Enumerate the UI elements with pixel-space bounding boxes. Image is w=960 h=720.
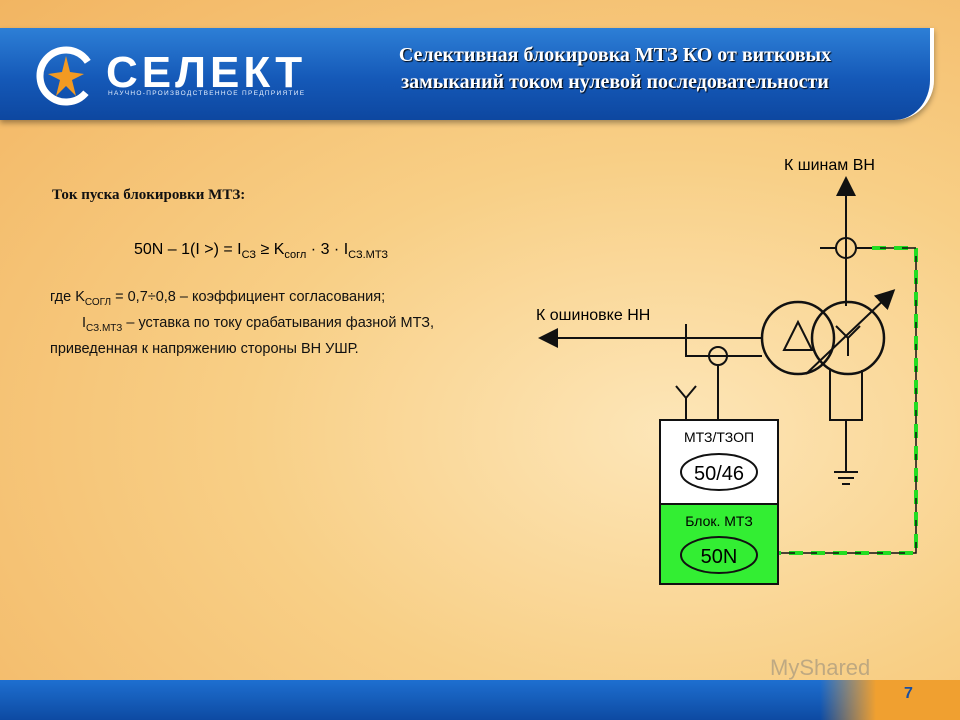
page-number: 7 — [904, 685, 913, 702]
watermark: MyShared — [770, 655, 871, 680]
relay2-code-ring — [680, 536, 758, 574]
delta-symbol-icon — [782, 319, 814, 351]
antenna-icon — [675, 385, 697, 400]
logo-subtitle: НАУЧНО-ПРОИЗВОДСТВЕННОЕ ПРЕДПРИЯТИЕ — [108, 90, 306, 97]
text-line-1: где KСОГЛ = 0,7÷0,8 – коэффициент соглас… — [50, 289, 386, 308]
selekt-logo-icon — [36, 46, 96, 106]
neutral-loop — [829, 370, 863, 421]
header-band — [0, 28, 934, 120]
transformer-winding-star — [810, 300, 886, 376]
footer-band — [0, 680, 960, 720]
title-line-1: Селективная блокировка МТЗ КО от витковы… — [398, 44, 832, 66]
explanation-text: где KСОГЛ = 0,7÷0,8 – коэффициент соглас… — [50, 287, 434, 360]
relay-box-block — [659, 503, 779, 585]
footer-accent — [820, 680, 960, 720]
logo-name: СЕЛЕКТ — [106, 48, 307, 97]
label-lv-busbar: К ошиновке НН — [536, 307, 650, 324]
slide-title: Селективная блокировка МТЗ КО от витковы… — [330, 42, 900, 96]
black-dashed-circuit — [778, 247, 917, 554]
section-heading: Ток пуска блокировки МТЗ: — [52, 187, 246, 203]
star-symbol-icon — [835, 325, 861, 340]
relay1-code-ring — [680, 453, 758, 491]
formula: 50N – 1(I >) = IСЗ ≥ Kсогл · 3 · IСЗ.МТЗ — [134, 241, 388, 261]
text-line-3: приведенная к напряжению стороны ВН УШР. — [50, 340, 359, 357]
label-hv-bus: К шинам ВН — [784, 157, 875, 174]
formula-text: 50N – 1(I >) = IСЗ ≥ Kсогл · 3 · IСЗ.МТЗ — [134, 241, 388, 261]
relay1-code: 50/46 — [694, 463, 744, 485]
title-line-2: замыканий током нулевой последовательнос… — [401, 71, 829, 93]
relay2-title: Блок. МТЗ — [685, 513, 753, 529]
regulator-arrow-icon — [805, 289, 896, 375]
text-line-2: IСЗ.МТЗ – уставка по току срабатывания ф… — [82, 314, 435, 334]
relay1-title: МТЗ/ТЗОП — [684, 429, 754, 445]
lv-bus-loop — [685, 337, 762, 357]
relay2-code: 50N — [701, 546, 738, 568]
